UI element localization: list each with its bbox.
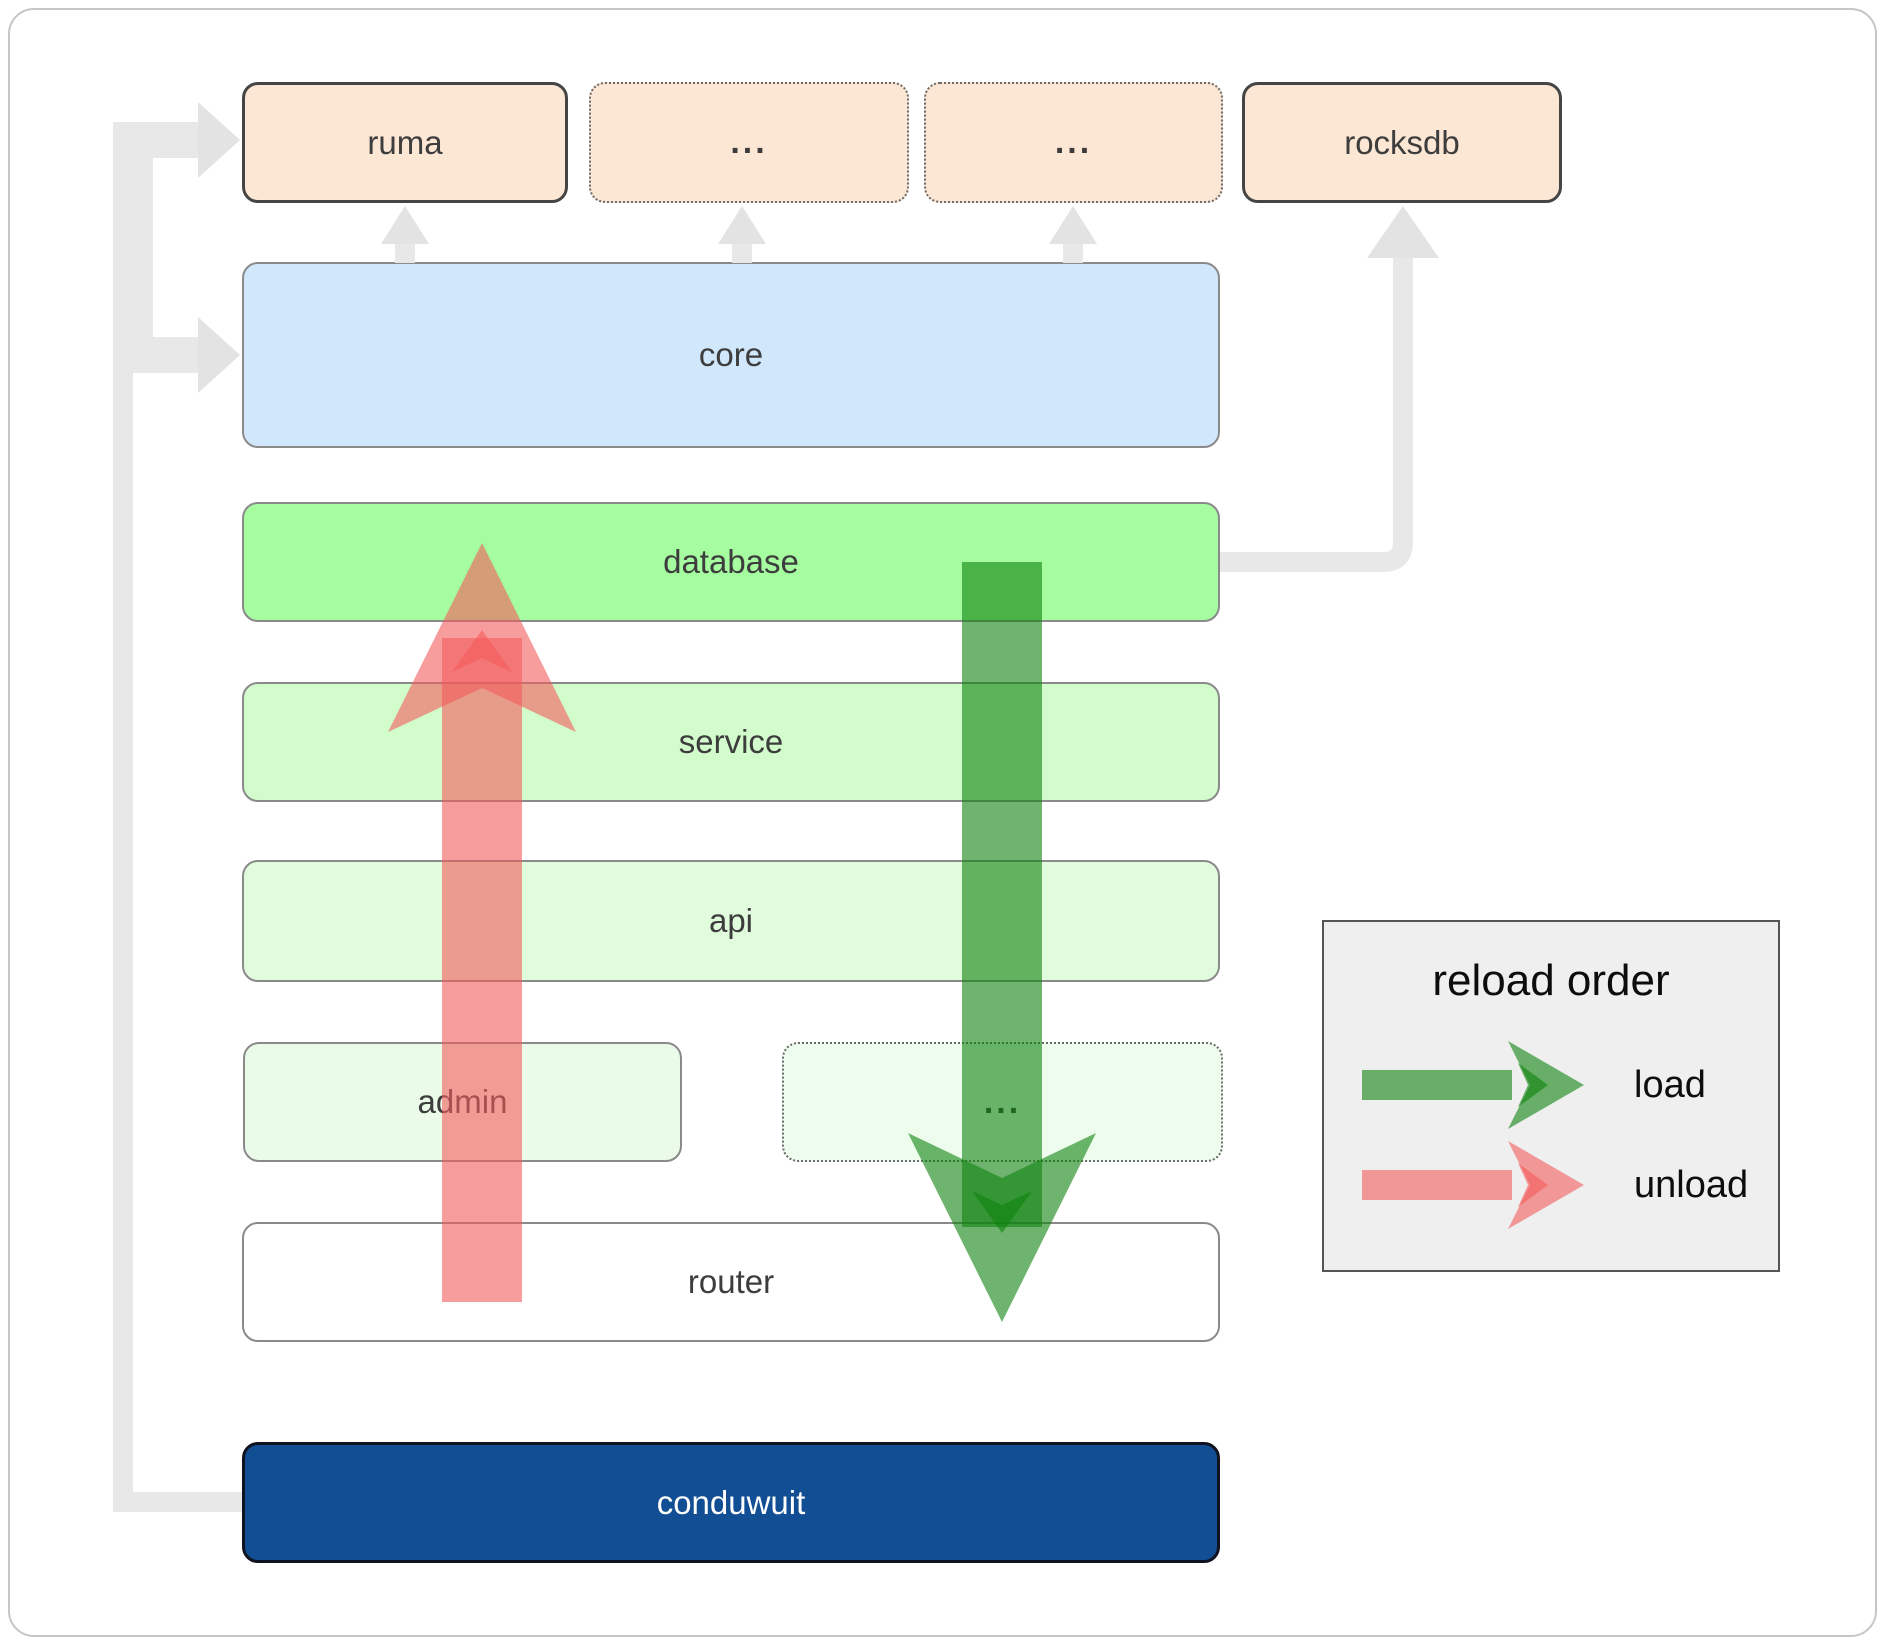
legend: reload order load unload — [1322, 920, 1780, 1272]
legend-title: reload order — [1432, 956, 1670, 1005]
box-ellipsis-2-label: ... — [1054, 123, 1093, 161]
box-router: router — [242, 1222, 1220, 1342]
legend-load-arrow-icon — [1362, 1041, 1584, 1129]
legend-load-label: load — [1634, 1063, 1706, 1106]
outer-frame — [8, 8, 1877, 1637]
box-ellipsis-1-label: ... — [730, 123, 768, 161]
legend-row-unload: unload — [1362, 1140, 1748, 1230]
legend-unload-arrow-icon — [1362, 1141, 1584, 1229]
legend-row-load: load — [1362, 1040, 1706, 1130]
box-ellipsis-2: ... — [924, 82, 1223, 203]
box-ellipsis-3-label: ... — [983, 1082, 1022, 1121]
box-conduwuit: conduwuit — [242, 1442, 1220, 1563]
box-ruma-label: ruma — [367, 123, 443, 161]
legend-unload-label: unload — [1634, 1163, 1749, 1206]
box-admin-label: admin — [417, 1083, 508, 1120]
box-rocksdb-label: rocksdb — [1344, 123, 1460, 161]
box-admin: admin — [243, 1042, 682, 1162]
box-api-label: api — [708, 902, 754, 939]
box-rocksdb: rocksdb — [1242, 82, 1562, 203]
box-conduwuit-label: conduwuit — [656, 1483, 806, 1521]
box-router-label: router — [687, 1263, 775, 1300]
box-ellipsis-3: ... — [782, 1042, 1223, 1162]
box-core-label: core — [698, 336, 764, 373]
box-ruma: ruma — [242, 82, 568, 203]
box-database-label: database — [663, 543, 799, 580]
box-service: service — [242, 682, 1220, 802]
box-api: api — [242, 860, 1220, 982]
box-core: core — [242, 262, 1220, 448]
box-ellipsis-1: ... — [589, 82, 909, 203]
box-database: database — [242, 502, 1220, 622]
box-service-label: service — [678, 723, 784, 760]
